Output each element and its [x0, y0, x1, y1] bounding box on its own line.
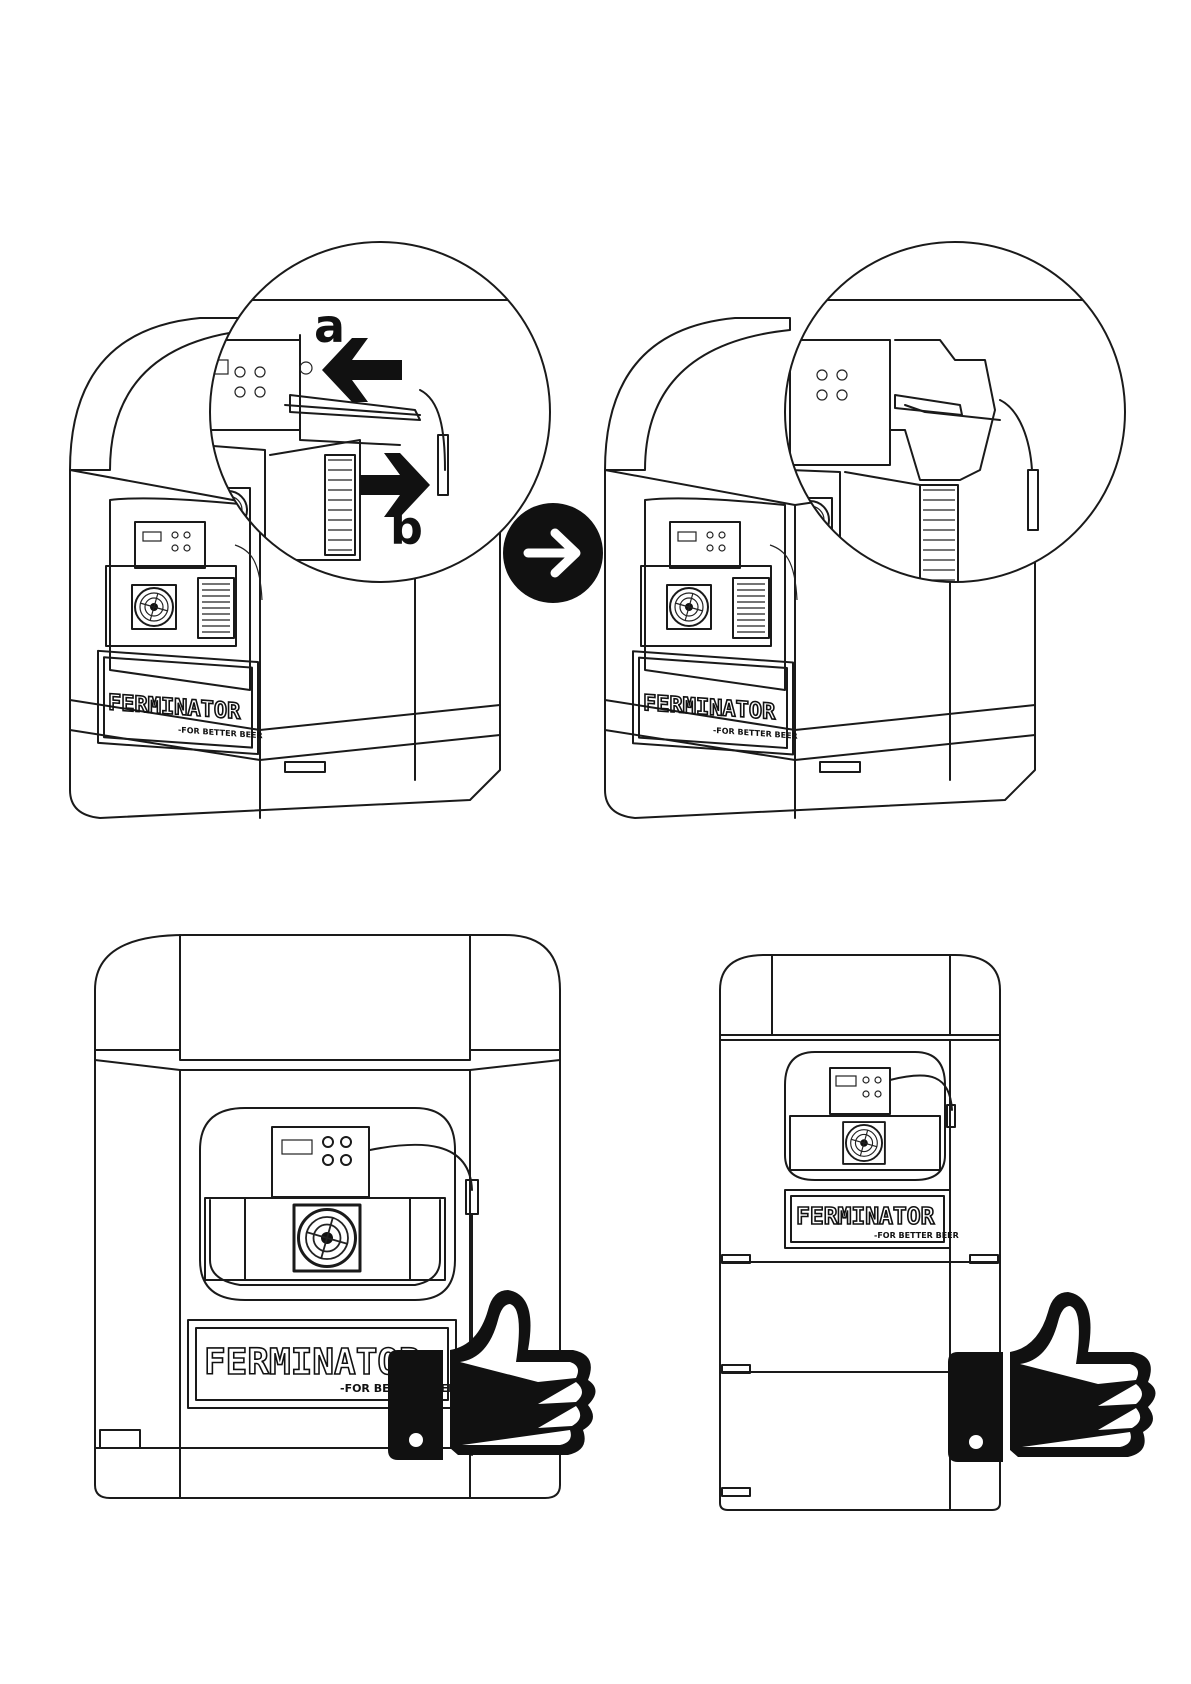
- brand-name-text: FERMINATOR: [108, 691, 241, 725]
- zoom-detail-after: [780, 242, 1130, 585]
- nameplate-before: FERMINATOR -FOR BETTER BEER: [98, 651, 263, 754]
- thumbs-up-icon: [388, 1290, 596, 1460]
- nameplate-after: FERMINATOR -FOR BETTER BEER: [633, 651, 798, 754]
- thumbs-up-icon: [948, 1292, 1156, 1462]
- callout-b-label: b: [390, 501, 423, 555]
- nameplate-side: FERMINATOR -FOR BETTER BEER: [785, 1190, 959, 1248]
- arrow-right-circle-icon: [503, 503, 603, 603]
- brand-name-text: FERMINATOR: [643, 691, 776, 725]
- brand-tagline-text: -FOR BETTER BEER: [874, 1231, 959, 1240]
- callout-a-label: a: [314, 299, 345, 353]
- brand-name-text: FERMINATOR: [796, 1204, 935, 1230]
- zoom-detail-before: a b: [200, 242, 560, 582]
